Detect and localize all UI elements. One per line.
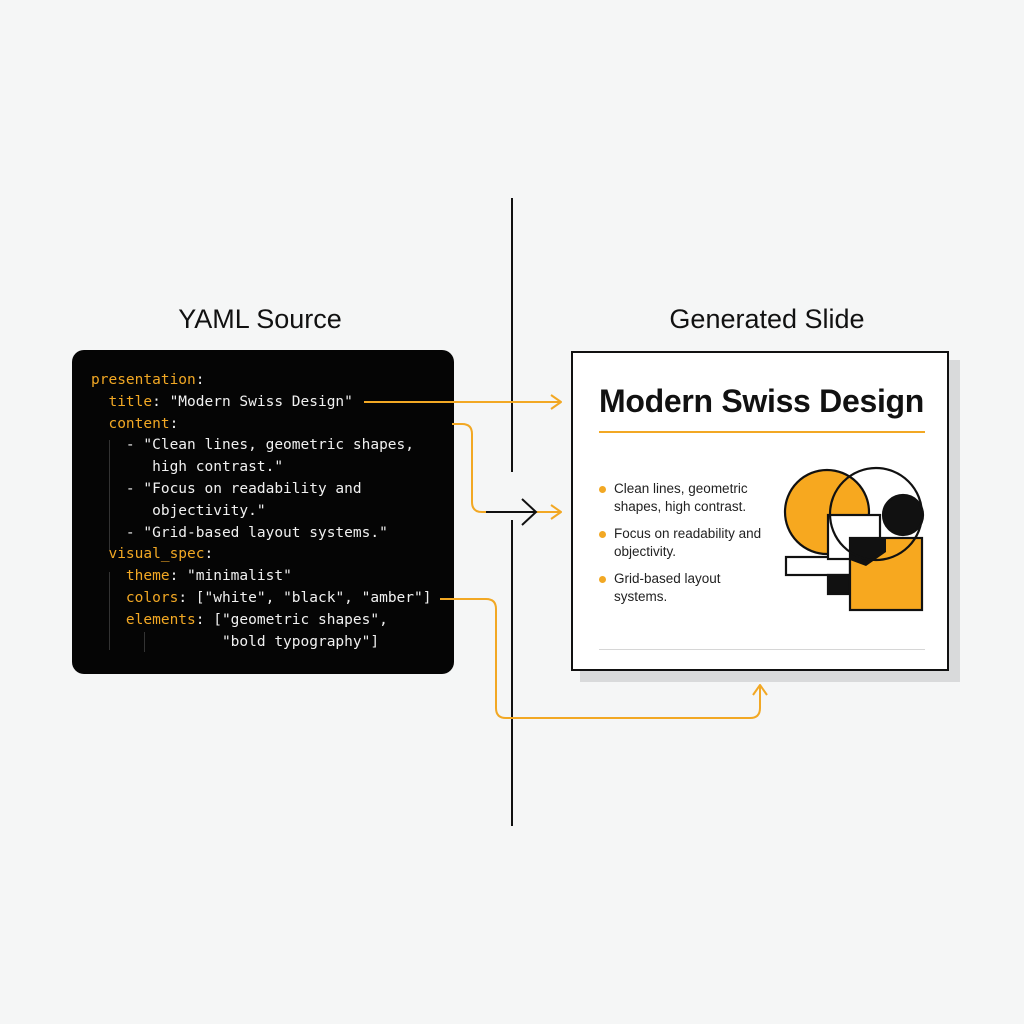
transform-arrow-icon: [486, 498, 538, 526]
code-line: presentation:: [91, 370, 431, 392]
code-line: theme: "minimalist": [91, 566, 431, 588]
title-arrow: [364, 394, 562, 410]
code-line: elements: ["geometric shapes",: [91, 610, 431, 632]
yaml-value: "bold typography"]: [91, 633, 380, 650]
yaml-key: elements: [91, 611, 196, 628]
yaml-code: presentation: title: "Modern Swiss Desig…: [91, 370, 431, 653]
code-line: - "Clean lines, geometric shapes,: [91, 435, 431, 457]
bullet-item: Grid-based layout systems.: [599, 570, 774, 605]
title-underline: [599, 431, 925, 433]
yaml-value: : ["white", "black", "amber"]: [178, 589, 432, 606]
slide-bullets: Clean lines, geometric shapes, high cont…: [599, 480, 774, 615]
code-line: content:: [91, 414, 431, 436]
bullet-text: Grid-based layout systems.: [614, 571, 721, 604]
bullet-dot-icon: [599, 486, 606, 493]
bullet-text: Focus on readability and objectivity.: [614, 526, 762, 559]
code-line: colors: ["white", "black", "amber"]: [91, 588, 432, 610]
yaml-value: - "Clean lines, geometric shapes,: [91, 437, 415, 454]
bullet-text: Clean lines, geometric shapes, high cont…: [614, 481, 748, 514]
yaml-key: colors: [91, 589, 179, 606]
yaml-key: presentation: [91, 372, 196, 388]
yaml-value: - "Grid-based layout systems.": [91, 524, 388, 541]
yaml-key: content: [91, 415, 170, 432]
code-line: high contrast.": [91, 457, 431, 479]
bullet-item: Clean lines, geometric shapes, high cont…: [599, 480, 774, 515]
yaml-key: title: [91, 393, 153, 410]
footer-rule: [599, 649, 925, 650]
yaml-value: : "Modern Swiss Design": [152, 393, 353, 410]
bullet-item: Focus on readability and objectivity.: [599, 525, 774, 560]
indent-guide: [144, 632, 145, 652]
yaml-value: high contrast.": [91, 459, 284, 476]
geometric-shapes-illustration: [783, 466, 925, 612]
yaml-value: objectivity.": [91, 502, 266, 519]
yaml-value: :: [169, 415, 179, 432]
yaml-value: : ["geometric shapes",: [195, 611, 388, 628]
code-line: objectivity.": [91, 501, 431, 523]
bullet-dot-icon: [599, 531, 606, 538]
generated-slide-heading: Generated Slide: [669, 304, 865, 334]
slide-title: Modern Swiss Design: [599, 383, 925, 419]
yaml-value: : "minimalist": [169, 568, 292, 585]
indent-guide: [109, 572, 110, 650]
visual-spec-arrow: [440, 598, 768, 719]
yaml-key: theme: [91, 568, 170, 585]
code-line: title: "Modern Swiss Design": [91, 392, 431, 414]
code-line: "bold typography"]: [91, 632, 431, 654]
code-line: - "Focus on readability and: [91, 479, 431, 501]
yaml-code-panel: presentation: title: "Modern Swiss Desig…: [72, 350, 454, 674]
yaml-value: :: [204, 546, 214, 563]
content-arrow: [452, 423, 562, 520]
code-line: visual_spec:: [91, 544, 431, 566]
yaml-value: - "Focus on readability and: [91, 480, 362, 497]
indent-guide: [109, 440, 110, 550]
bullet-dot-icon: [599, 576, 606, 583]
yaml-value: :: [195, 372, 205, 388]
code-line: - "Grid-based layout systems.": [91, 523, 431, 545]
yaml-source-heading: YAML Source: [178, 304, 342, 334]
yaml-key: visual_spec: [91, 546, 205, 563]
